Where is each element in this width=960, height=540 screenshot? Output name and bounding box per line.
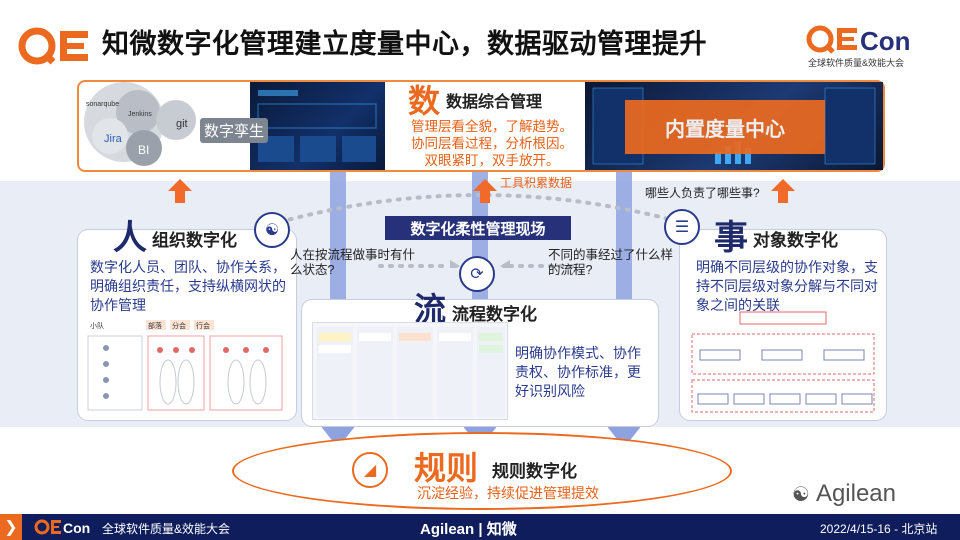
qecon-subtitle: 全球软件质量&效能大会 (808, 58, 905, 68)
footer-bar: ❯ Con 全球软件质量&效能大会 Agilean | 知微 2022/4/15… (0, 514, 960, 540)
footer-qecon-logo: Con (34, 519, 90, 536)
page-title: 知微数字化管理建立度量中心，数据驱动管理提升 (102, 29, 707, 59)
watermark-text: Agilean (815, 480, 896, 507)
up-arrow-center (473, 179, 497, 203)
list-icon: ☰ (664, 209, 700, 245)
agilean-watermark: ☯Agilean (792, 480, 896, 508)
question-left: 人在按流程做事时有什么状态? (290, 248, 416, 277)
org-label-guild: 行会 (196, 321, 210, 330)
rules-subtitle: 沉淀经验，持续促进管理提效 (417, 485, 599, 501)
rules-char: 规则 (414, 450, 479, 486)
people-text: 数字化人员、团队、协作关系，明确组织责任，支持纵横网状的协作管理 (90, 259, 286, 313)
svg-text:Con: Con (860, 26, 911, 56)
question-right: 不同的事经过了什么样的流程? (548, 248, 674, 277)
people-title: 组织数字化 (152, 231, 237, 250)
org-label-squad: 小队 (90, 321, 104, 330)
up-arrow-left (168, 179, 192, 203)
org-chart-image: 小队 部落 分会 行会 (87, 320, 283, 411)
tool-label-sonarqube: sonarqube (86, 101, 119, 108)
event-text: 明确不同层级的协作对象，支持不同层级对象分解与不同对象之间的关联 (696, 259, 878, 313)
tool-label-jira: Jira (104, 133, 123, 145)
flow-char: 流 (414, 291, 447, 327)
footer-brand: Agilean | 知微 (420, 521, 517, 538)
digital-twin-label: 数字孪生 (200, 118, 269, 143)
event-char: 事 (714, 219, 748, 257)
data-line-2: 协同层看过程，分析根因。 (411, 136, 573, 151)
tool-accumulate-label: 工具积累数据 (500, 176, 573, 190)
tools-cluster-image: sonarqube Jenkins git Jira BI (84, 82, 196, 166)
dashboard-image-left (250, 82, 385, 170)
people-char: 人 (113, 219, 147, 257)
rules-title: 规则数字化 (492, 462, 577, 481)
qe-logo (18, 27, 88, 65)
data-line-1: 管理层看全貌，了解趋势。 (411, 119, 573, 134)
tool-label-jenkins: Jenkins (128, 111, 152, 118)
flow-text: 明确协作模式、协作责权、协作标准，更好识别风险 (515, 345, 641, 399)
kanban-board-image (312, 322, 508, 420)
who-did-what-label: 哪些人负责了哪些事? (645, 186, 760, 200)
event-title: 对象数字化 (753, 231, 838, 250)
data-section-lines: 管理层看全貌，了解趋势。 协同层看过程，分析根因。 双眼紧盯，双手放开。 (392, 118, 592, 169)
object-hierarchy-image (691, 311, 875, 413)
people-icon: ☯ (254, 212, 290, 248)
data-line-3: 双眼紧盯，双手放开。 (424, 153, 560, 168)
tool-label-bi: BI (138, 143, 149, 157)
event-card (680, 230, 886, 420)
data-char: 数 (408, 83, 441, 119)
data-section-title: 数据综合管理 (446, 94, 543, 111)
up-arrow-right (771, 179, 795, 203)
svg-text:Con: Con (63, 520, 90, 536)
org-label-tribe: 部落 (148, 321, 162, 330)
footer-conference: 全球软件质量&效能大会 (102, 522, 231, 536)
wechat-icon: ☯ (792, 484, 810, 506)
org-label-chapter: 分会 (172, 321, 186, 330)
flow-title: 流程数字化 (452, 305, 537, 324)
chevron-right-icon: ❯ (0, 514, 22, 540)
center-label: 数字化柔性管理现场 (385, 216, 571, 240)
rules-ellipse (232, 432, 732, 510)
footer-date: 2022/4/15-16 - 北京站 (820, 522, 938, 536)
tool-label-git: git (176, 118, 188, 130)
qecon-logo: Con 全球软件质量&效能大会 (806, 24, 934, 70)
metric-center-label: 内置度量中心 (625, 100, 825, 154)
flow-cycle-icon: ⟳ (459, 256, 495, 292)
rules-triangle-icon: ◢ (352, 452, 388, 488)
